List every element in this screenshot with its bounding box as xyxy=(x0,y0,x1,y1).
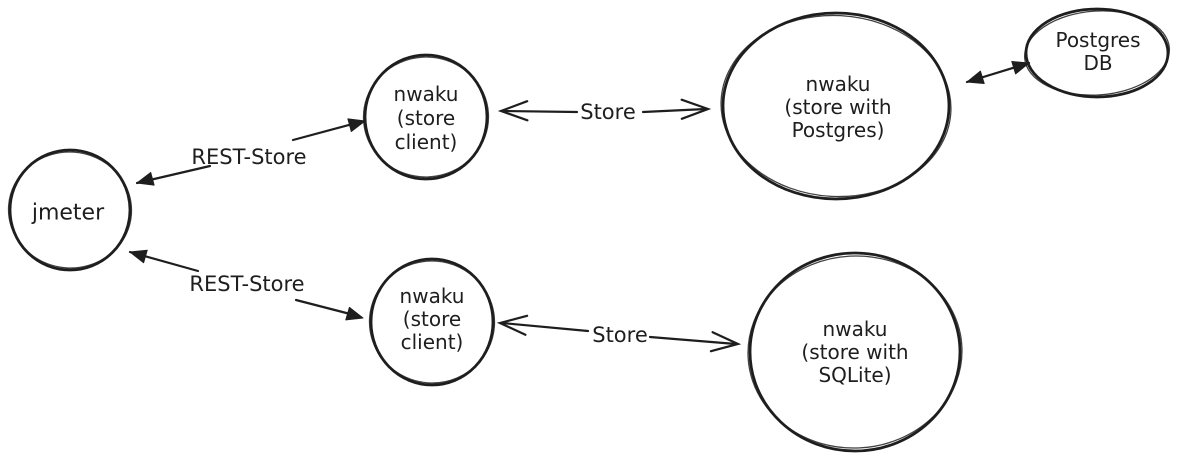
edge-line xyxy=(291,120,362,142)
edge-rest-store-top: REST-Store xyxy=(135,118,366,186)
edge-line xyxy=(500,321,590,333)
edge-label-rest-store-bottom: REST-Store xyxy=(189,272,304,296)
arrowhead-left-icon xyxy=(966,70,985,84)
store-with-postgres-ellipse-sketch xyxy=(720,14,952,198)
store-with-sqlite-label-line2: (store with xyxy=(801,340,908,364)
store-client-bottom-ellipse xyxy=(369,257,495,387)
chevron-right-icon xyxy=(680,98,712,120)
arrowhead-right-icon xyxy=(347,118,366,132)
store-client-bottom-label-line3: client) xyxy=(401,330,464,354)
edge-label-rest-store-top: REST-Store xyxy=(191,145,306,169)
edge-line xyxy=(641,107,708,114)
postgres-db-ellipse xyxy=(1024,7,1170,99)
jmeter-ellipse-sketch xyxy=(7,151,133,269)
store-client-bottom-label-line2: (store xyxy=(403,307,461,331)
store-client-top-ellipse-sketch xyxy=(362,56,490,178)
edge-label-store-top: Store xyxy=(580,100,636,124)
chevron-left-icon xyxy=(496,314,529,336)
store-with-sqlite-label-line1: nwaku xyxy=(823,317,888,341)
store-with-sqlite-ellipse-sketch xyxy=(747,255,963,449)
edge-line xyxy=(501,109,579,114)
postgres-db-label-line2: DB xyxy=(1083,51,1112,75)
edge-label-store-bottom: Store xyxy=(592,323,648,347)
edge-store-top: Store xyxy=(497,98,712,124)
arrowhead-right-icon xyxy=(1011,61,1030,75)
store-with-sqlite-label-line3: SQLite) xyxy=(818,363,891,387)
store-client-bottom-label-line1: nwaku xyxy=(400,284,465,308)
edge-postgres-to-db xyxy=(965,61,1031,84)
chevron-left-icon xyxy=(497,100,529,122)
store-with-postgres-label-line1: nwaku xyxy=(806,72,871,96)
store-client-top-label-line3: client) xyxy=(395,130,458,154)
store-client-top-ellipse xyxy=(363,53,489,181)
chevron-right-icon xyxy=(709,331,742,353)
node-store-with-sqlite: nwaku (store with SQLite) xyxy=(747,251,963,453)
edge-line xyxy=(648,335,738,346)
postgres-db-label-line1: Postgres xyxy=(1055,28,1140,52)
edge-store-bottom: Store xyxy=(496,314,742,353)
jmeter-ellipse xyxy=(8,148,132,272)
postgres-db-ellipse-sketch xyxy=(1023,10,1171,96)
arrowhead-right-icon xyxy=(345,306,364,321)
node-store-client-top: nwaku (store client) xyxy=(362,53,490,181)
store-with-sqlite-ellipse xyxy=(748,251,962,453)
arrowhead-left-icon xyxy=(129,249,148,264)
node-postgres-db: Postgres DB xyxy=(1023,7,1171,99)
node-store-with-postgres: nwaku (store with Postgres) xyxy=(720,11,952,201)
store-with-postgres-label-line3: Postgres) xyxy=(792,118,885,142)
jmeter-label: jmeter xyxy=(31,201,105,226)
store-client-top-label-line2: (store xyxy=(397,106,455,130)
arrowhead-left-icon xyxy=(136,172,155,186)
store-client-top-label-line1: nwaku xyxy=(394,82,459,106)
node-store-client-bottom: nwaku (store client) xyxy=(368,257,496,387)
store-with-postgres-ellipse xyxy=(721,11,951,201)
store-client-bottom-ellipse-sketch xyxy=(368,260,496,384)
node-jmeter: jmeter xyxy=(7,148,133,272)
store-with-postgres-label-line2: (store with xyxy=(784,95,891,119)
edge-rest-store-bottom: REST-Store xyxy=(128,249,364,321)
